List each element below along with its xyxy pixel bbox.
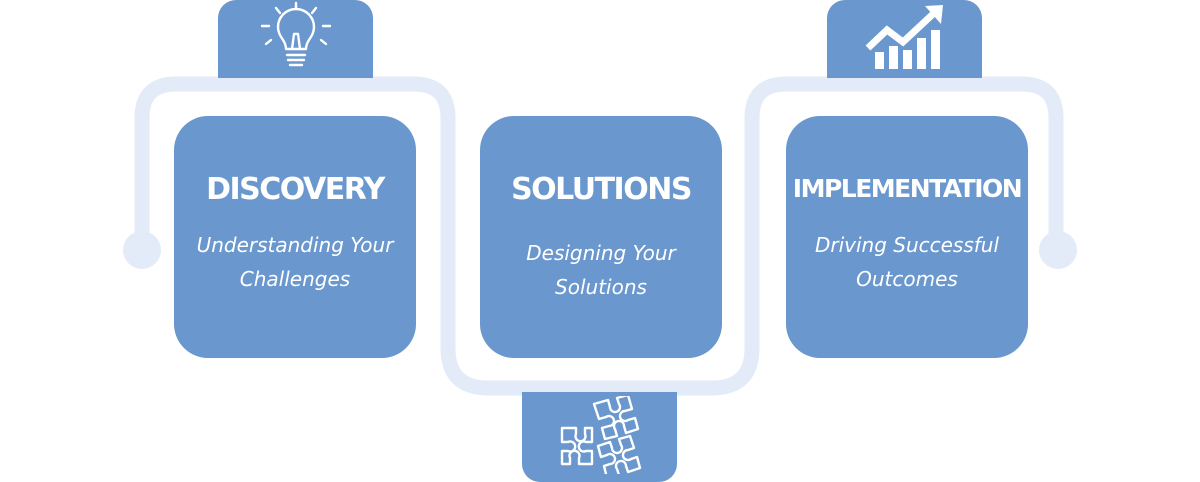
step-subtitle-line2: Solutions [555, 275, 647, 299]
step-subtitle-line1: Understanding Your [196, 233, 394, 257]
step-title: DISCOVERY [206, 172, 385, 207]
lightbulb-icon [260, 1, 332, 67]
step-title: IMPLEMENTATION [792, 174, 1023, 203]
step-subtitle-line2: Challenges [239, 267, 351, 291]
step-title: SOLUTIONS [511, 172, 692, 207]
end-dot [1039, 231, 1077, 269]
step-card-implementation: IMPLEMENTATION Driving Successful Outcom… [786, 116, 1028, 358]
step-card-discovery: DISCOVERY Understanding Your Challenges [174, 116, 416, 358]
step-subtitle-line2: Outcomes [856, 267, 958, 291]
start-dot [123, 231, 161, 269]
discovery-icon-tab [218, 0, 373, 78]
implementation-icon-tab [827, 0, 982, 78]
step-subtitle-line1: Driving Successful [814, 233, 1000, 257]
step-subtitle-line1: Designing Your [526, 241, 676, 265]
puzzle-icon [560, 396, 642, 474]
growth-chart-icon [865, 5, 943, 69]
solutions-icon-tab [522, 392, 677, 482]
step-card-solutions: SOLUTIONS Designing Your Solutions [480, 116, 722, 358]
